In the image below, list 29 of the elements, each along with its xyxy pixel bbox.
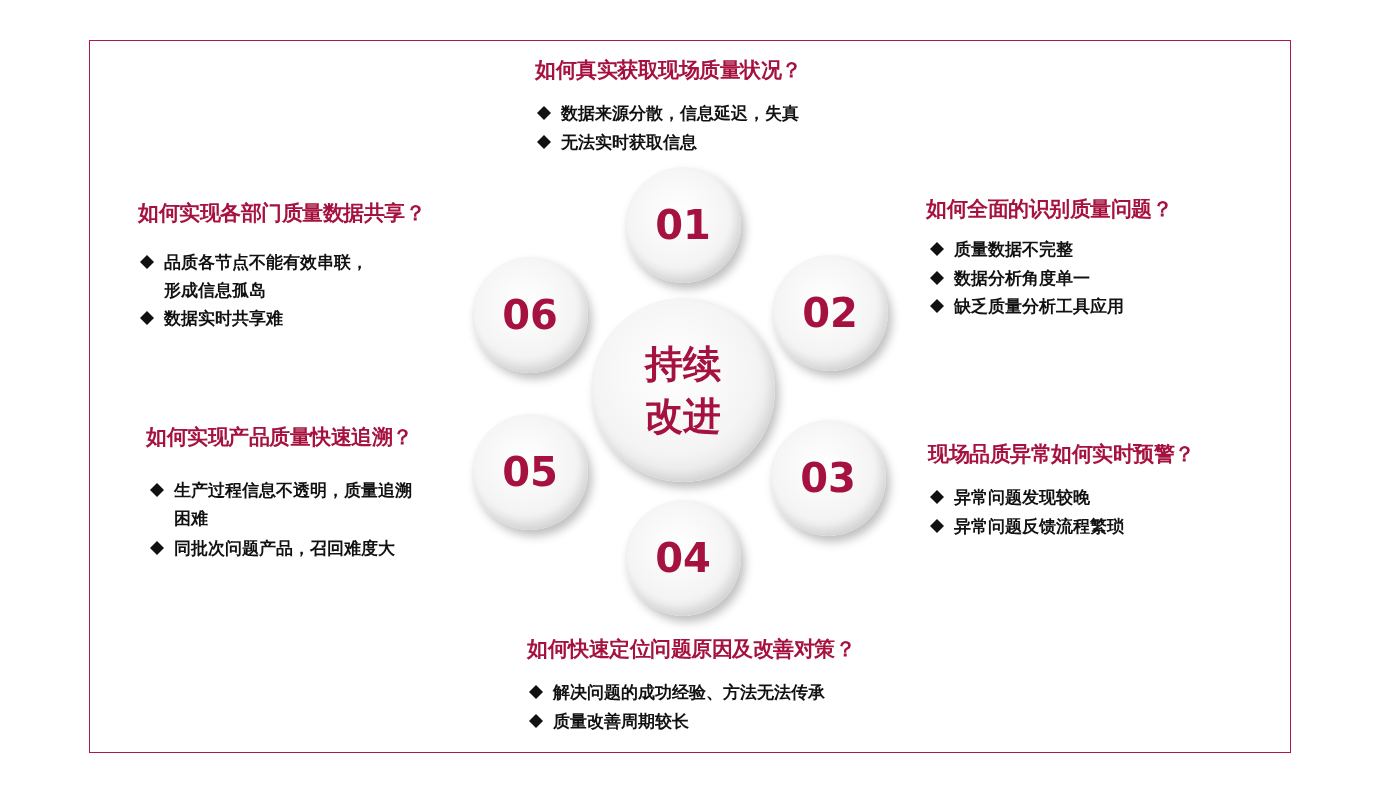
bullet-text: 质量数据不完整: [954, 238, 1073, 261]
question-heading: 如何实现产品质量快速追溯？: [146, 424, 413, 451]
bullet-text: 缺乏质量分析工具应用: [954, 295, 1124, 318]
bullet-text: 解决问题的成功经验、方法无法传承: [553, 681, 825, 704]
bullet-text: 数据分析角度单一: [954, 267, 1090, 290]
number-label: 03: [800, 455, 856, 501]
number-label: 01: [655, 202, 711, 248]
bullet-text: 数据实时共享难: [164, 307, 283, 330]
bullet-text: 异常问题反馈流程繁琐: [954, 515, 1124, 538]
number-label: 04: [655, 535, 711, 581]
question-heading: 如何实现各部门质量数据共享？: [138, 200, 425, 227]
bullet-text: 无法实时获取信息: [561, 131, 697, 154]
question-heading: 如何快速定位问题原因及改善对策？: [527, 636, 855, 663]
question-heading: 如何真实获取现场质量状况？: [535, 57, 802, 84]
center-circle: [591, 298, 775, 482]
number-label: 06: [502, 292, 558, 338]
question-heading: 现场品质异常如何实时预警？: [928, 441, 1195, 468]
number-label: 02: [802, 290, 858, 336]
number-label: 05: [502, 449, 558, 495]
number-circle: [770, 420, 886, 536]
center-label: 持续改进: [643, 341, 722, 440]
bullet-text: 品质各节点不能有效串联，形成信息孤岛: [164, 251, 369, 302]
number-circle: [772, 255, 888, 371]
bullet-text: 数据来源分散，信息延迟，失真: [561, 102, 799, 125]
bullet-text: 同批次问题产品，召回难度大: [174, 537, 395, 560]
bullet-text: 质量改善周期较长: [553, 710, 689, 733]
question-heading: 如何全面的识别质量问题？: [926, 196, 1172, 223]
bullet-text: 生产过程信息不透明，质量追溯困难: [174, 479, 413, 530]
bullet-text: 异常问题发现较晚: [954, 486, 1090, 509]
